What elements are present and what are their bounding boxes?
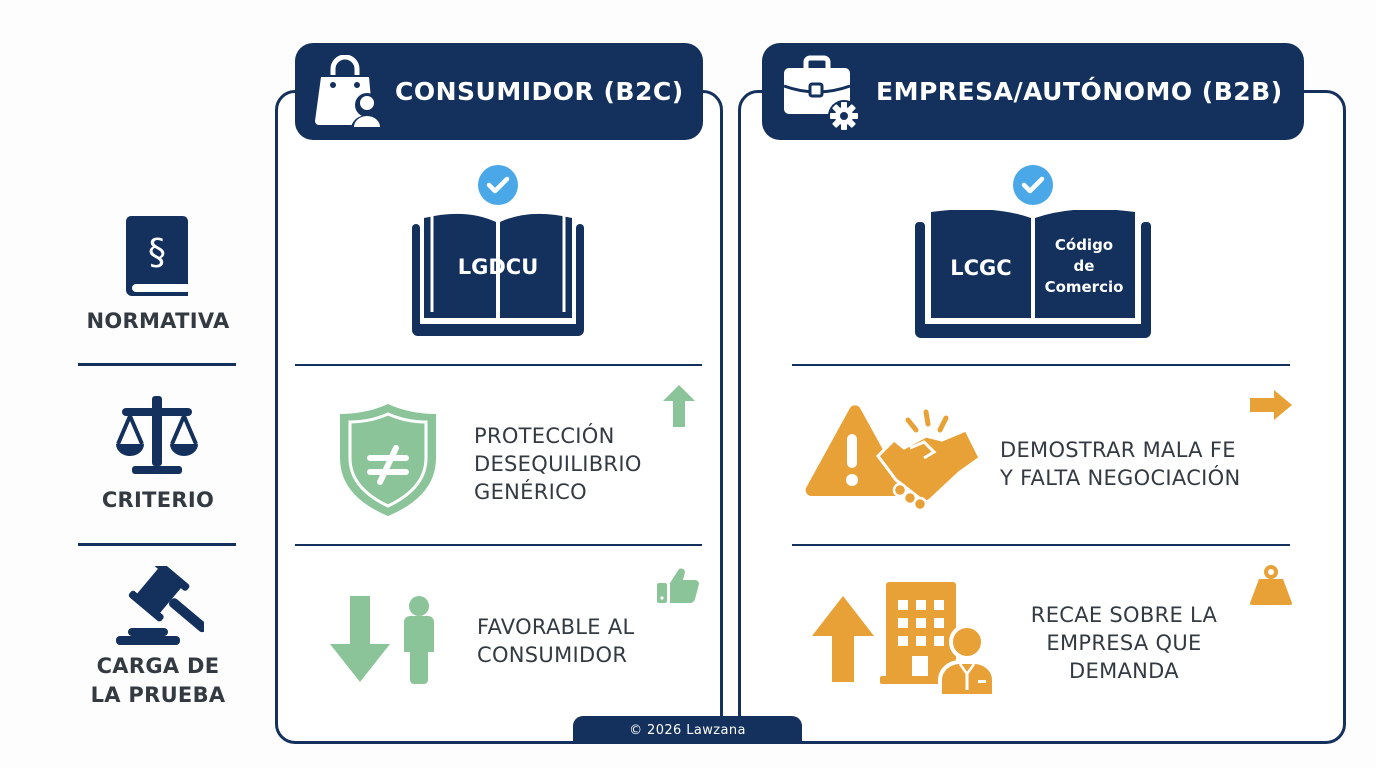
header-b2c-title: CONSUMIDOR (B2C) bbox=[395, 77, 684, 106]
row-label-normativa: NORMATIVA bbox=[86, 309, 230, 333]
thumbs-up-icon bbox=[657, 568, 699, 604]
row-label-criterio: CRITERIO bbox=[101, 488, 215, 512]
check-circle-icon bbox=[1013, 165, 1053, 205]
row-label-carga-line2: LA PRUEBA bbox=[90, 683, 226, 707]
shopping-bag-user-icon bbox=[315, 54, 383, 129]
footer-copyright: © 2026 Lawzana bbox=[573, 716, 802, 744]
row-label-carga-line1: CARGA DE bbox=[96, 654, 220, 678]
warning-handshake-icon bbox=[805, 405, 982, 512]
criterio-b2c-text: PROTECCIÓN DESEQUILIBRIO GENÉRICO bbox=[474, 424, 642, 504]
book-label-codigo-comercio: Código de Comercio bbox=[1044, 236, 1124, 296]
building-businessman-icon bbox=[880, 582, 996, 698]
carga-b2b-text: RECAE SOBRE LA EMPRESA QUE DEMANDA bbox=[1030, 603, 1218, 683]
row-separator bbox=[792, 544, 1290, 546]
person-icon bbox=[404, 596, 434, 684]
carga-b2c-text: FAVORABLE AL CONSUMIDOR bbox=[477, 615, 635, 667]
law-book-section-icon: § bbox=[126, 216, 188, 296]
scales-of-justice-icon bbox=[116, 396, 198, 474]
row-divider bbox=[78, 363, 236, 366]
row-divider bbox=[78, 543, 236, 546]
gavel-icon bbox=[116, 566, 204, 645]
row-separator bbox=[295, 364, 702, 366]
open-book-icon bbox=[412, 213, 584, 336]
criterio-b2b-text: DEMOSTRAR MALA FE Y FALTA NEGOCIACIÓN bbox=[1000, 438, 1241, 490]
check-circle-icon bbox=[478, 165, 518, 205]
header-b2c: CONSUMIDOR (B2C) bbox=[295, 43, 703, 140]
arrow-down-icon bbox=[330, 596, 390, 682]
arrow-up-icon bbox=[663, 385, 695, 427]
header-b2b: EMPRESA/AUTÓNOMO (B2B) bbox=[762, 43, 1304, 140]
book-label-lcgc: LCGC bbox=[950, 256, 1012, 280]
open-book-icon bbox=[915, 210, 1151, 338]
header-b2b-title: EMPRESA/AUTÓNOMO (B2B) bbox=[876, 77, 1283, 106]
arrow-right-icon bbox=[1250, 390, 1292, 420]
briefcase-gear-icon bbox=[783, 55, 860, 132]
book-label-lgdcu: LGDCU bbox=[457, 255, 539, 279]
arrow-up-icon bbox=[812, 596, 874, 682]
row-separator bbox=[295, 544, 702, 546]
shield-not-equal-icon bbox=[340, 404, 436, 516]
svg-text:§: § bbox=[148, 232, 166, 273]
weight-icon bbox=[1250, 565, 1292, 605]
row-separator bbox=[792, 364, 1290, 366]
